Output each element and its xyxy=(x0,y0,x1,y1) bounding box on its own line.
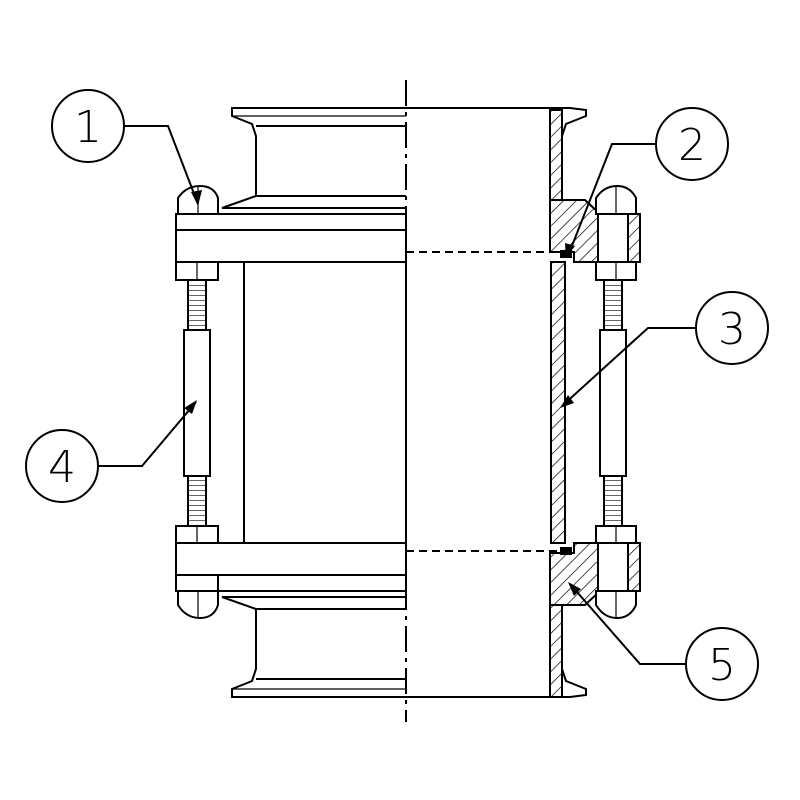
glass-wall-section xyxy=(550,261,566,544)
callout-3-label: 3 xyxy=(718,304,746,355)
callout-5-circle xyxy=(685,627,759,701)
callout-4: 4 xyxy=(25,400,197,503)
bottom-ferrule-left xyxy=(221,596,406,698)
callout-3-circle xyxy=(695,291,769,365)
gasket-bottom xyxy=(560,547,572,555)
tie-rod-left xyxy=(183,279,211,527)
top-ferrule-left xyxy=(221,107,406,209)
callout-5: 5 xyxy=(568,582,759,701)
glass-cylinder-left xyxy=(243,261,407,544)
callout-1: 1 xyxy=(51,89,202,206)
callout-1-circle xyxy=(51,89,125,163)
callout-5-label: 5 xyxy=(708,640,736,691)
nuts-right xyxy=(595,184,637,620)
top-flange-left xyxy=(175,213,407,263)
tie-rod-right xyxy=(599,279,627,527)
callout-2-label: 2 xyxy=(678,120,706,171)
callout-1-label: 1 xyxy=(74,102,102,153)
right-section-view xyxy=(406,107,641,698)
left-exterior-view xyxy=(175,107,407,698)
callout-3: 3 xyxy=(560,291,769,408)
callout-4-label: 4 xyxy=(48,442,76,493)
callout-2-circle xyxy=(655,107,729,181)
callout-2: 2 xyxy=(565,107,729,258)
callout-4-circle xyxy=(25,429,99,503)
